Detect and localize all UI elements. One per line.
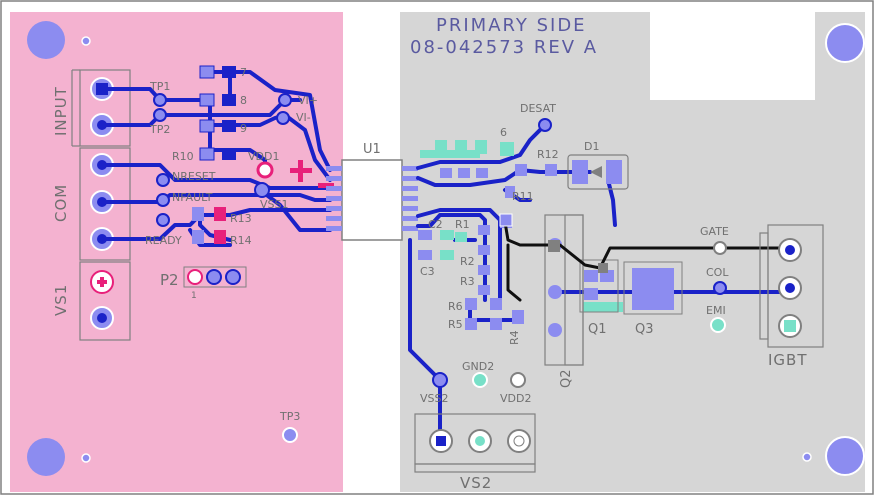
label-c3: C3 [420, 265, 435, 278]
connector-igbt [759, 224, 824, 348]
label-q3: Q3 [635, 322, 654, 337]
label-r2: R2 [460, 255, 475, 268]
connector-vs2 [414, 413, 536, 473]
center-gap [343, 12, 400, 492]
label-desat: DESAT [520, 102, 556, 115]
label-r13: R13 [230, 212, 252, 225]
via-emi [710, 317, 726, 333]
label-d1: D1 [584, 140, 599, 153]
label-col: COL [706, 266, 729, 279]
label-r11: R11 [512, 190, 534, 203]
via-vdd2 [510, 372, 526, 388]
label-vi-plus: VI+ [298, 94, 318, 107]
via-gate [713, 241, 727, 255]
label-r10: R10 [172, 150, 194, 163]
label-u1: U1 [363, 142, 381, 157]
connector-input [71, 69, 131, 147]
label-c2: C2 [428, 218, 443, 231]
label-vs1: VS1 [52, 284, 70, 316]
label-vss2: VSS2 [420, 392, 449, 405]
via-gnd2 [472, 372, 488, 388]
label-tp1: TP1 [149, 80, 170, 93]
label-r5: R5 [448, 318, 463, 331]
via-bl [81, 453, 91, 463]
label-gnd2: GND2 [462, 360, 494, 373]
testpoints-left [153, 93, 298, 443]
label-p2: P2 [160, 271, 179, 289]
label-q1: Q1 [588, 322, 607, 337]
transistor-q1 [579, 259, 619, 313]
label-r7: 7 [240, 66, 247, 79]
label-nreset: NRESET [172, 170, 216, 183]
label-vdd1: VDD1 [248, 150, 279, 163]
via-col [713, 281, 727, 295]
resistor-pads-left [192, 65, 236, 244]
label-ready: READY [145, 234, 182, 247]
q2-pad-bot [548, 323, 562, 337]
label-r1: R1 [455, 218, 470, 231]
mount-hole-br [825, 436, 865, 476]
mount-hole-bl [27, 438, 65, 476]
label-q2: Q2 [559, 369, 574, 388]
label-com: COM [52, 184, 70, 222]
label-r14: R14 [230, 234, 252, 247]
mount-hole-tr [825, 23, 865, 63]
via-tl [81, 36, 91, 46]
label-igbt: IGBT [768, 351, 808, 369]
via-vss2 [432, 372, 448, 388]
label-r6: R6 [448, 300, 463, 313]
label-c6: 6 [500, 126, 507, 139]
traces-black [503, 220, 792, 302]
label-vss1: VSS1 [260, 198, 289, 211]
label-vdd2: VDD2 [500, 392, 531, 405]
title-line2: 08-042573 REV A [410, 37, 598, 58]
label-input: INPUT [52, 86, 70, 136]
label-vs2: VS2 [460, 474, 492, 492]
gray-pads-black-net [499, 213, 608, 273]
label-gate: GATE [700, 225, 729, 238]
label-r4: R4 [508, 330, 521, 345]
label-emi: EMI [706, 304, 726, 317]
pads-right [418, 140, 623, 330]
connector-p2 [183, 266, 247, 288]
white-notch [650, 12, 815, 100]
transistor-q3 [623, 261, 683, 315]
label-r12: R12 [537, 148, 559, 161]
label-tp2: TP2 [149, 123, 170, 136]
label-vi-minus: VI- [296, 111, 311, 124]
label-p2-pin1: 1 [191, 291, 197, 301]
mount-hole-tl [27, 21, 65, 59]
diode-d1 [567, 154, 629, 190]
transistor-q2-inner [564, 214, 584, 366]
title-line1: PRIMARY SIDE [436, 15, 587, 36]
ic-u1 [326, 159, 418, 241]
cap-vdd1 [290, 160, 334, 188]
via-br [802, 452, 812, 462]
connector-vs1 [79, 261, 131, 341]
label-nfault: NFAULT [172, 191, 213, 204]
q2-pad-mid [548, 285, 562, 299]
label-r3: R3 [460, 275, 475, 288]
label-r8: 8 [240, 94, 247, 107]
label-tp3: TP3 [279, 410, 300, 423]
desat-via [538, 118, 552, 132]
label-r9: 9 [240, 122, 247, 135]
